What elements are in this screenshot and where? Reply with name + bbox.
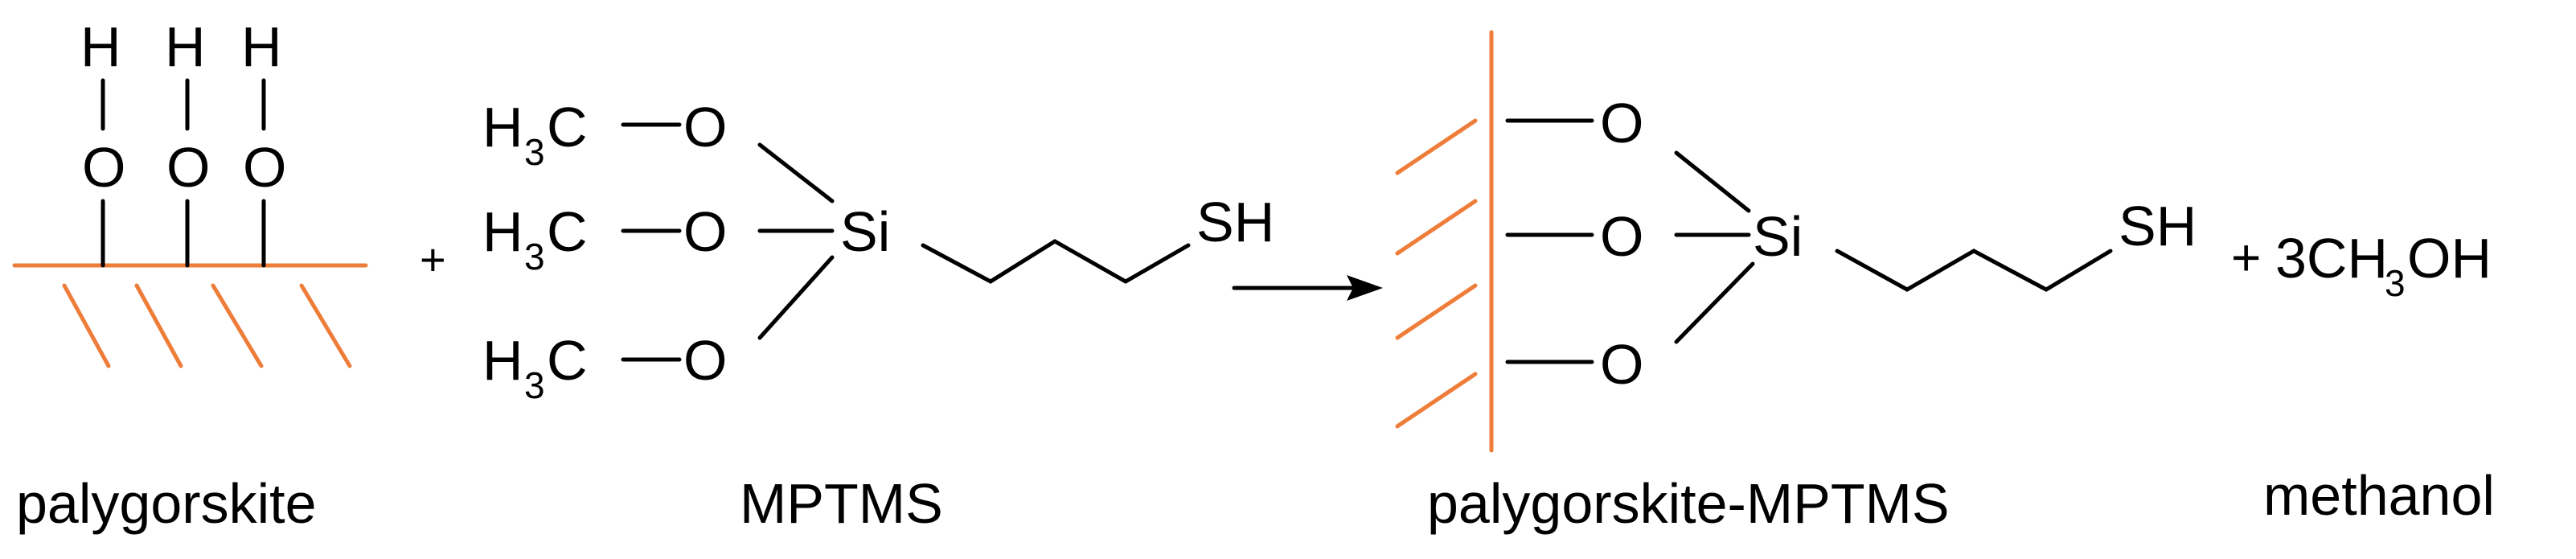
oxygen-atom: O	[683, 329, 727, 392]
oxygen-atom: O	[1600, 92, 1643, 154]
subscript-three: 3	[524, 131, 545, 173]
caption-palygorskite-mptms: palygorskite-MPTMS	[1427, 472, 1950, 535]
hatch-mark	[134, 283, 183, 368]
oxygen-atom: O	[683, 200, 727, 263]
bond	[1674, 150, 1751, 213]
methanol-subscript: 3	[2385, 262, 2406, 304]
mptms-structure: H 3 C O H 3 C O H 3 C O Si SH	[482, 96, 1274, 406]
hydrogen-atom: H	[482, 200, 523, 263]
hatch-mark	[1395, 199, 1478, 256]
hydrogen-atom: H	[165, 15, 206, 78]
hydrogen-atom: H	[80, 15, 121, 78]
thiol-group: SH	[1196, 191, 1274, 253]
oxygen-atom: O	[683, 96, 727, 158]
hydrogen-atom: H	[482, 329, 523, 392]
bond	[757, 142, 835, 203]
oxygen-atom: O	[82, 136, 125, 199]
carbon-atom: C	[547, 200, 588, 263]
oxygen-atom: O	[1600, 205, 1643, 268]
bond	[757, 255, 835, 340]
methanol-suffix: OH	[2407, 227, 2492, 290]
caption-methanol: methanol	[2263, 464, 2495, 527]
plus-sign: +	[420, 234, 446, 285]
hatch-mark	[211, 283, 264, 368]
hatch-mark	[1395, 283, 1478, 340]
hatch-mark	[62, 283, 111, 368]
hydroxyl-group: H O	[165, 15, 210, 268]
oxygen-atom: O	[166, 136, 210, 199]
hatch-mark	[1395, 372, 1478, 429]
thiol-group: SH	[2119, 195, 2197, 257]
methanol-formula: 3CH 3 OH	[2275, 227, 2492, 304]
bond	[1674, 261, 1755, 344]
propyl-chain	[1835, 249, 2113, 292]
subscript-three: 3	[524, 236, 545, 277]
oxygen-atom: O	[243, 136, 286, 199]
hydrogen-atom: H	[241, 15, 282, 78]
palygorskite-mptms-structure: O O O Si SH	[1395, 30, 2197, 453]
methanol-prefix: 3CH	[2275, 227, 2388, 290]
silicon-atom: Si	[1753, 205, 1803, 268]
hydrogen-atom: H	[482, 96, 523, 158]
hatch-mark	[299, 283, 352, 368]
hatch-mark	[1395, 118, 1478, 175]
carbon-atom: C	[547, 329, 588, 392]
oxygen-atom: O	[1600, 333, 1643, 396]
hydroxyl-group: H O	[80, 15, 125, 268]
hydroxyl-group: H O	[241, 15, 286, 268]
caption-palygorskite: palygorskite	[16, 472, 317, 535]
propyl-chain	[921, 239, 1191, 284]
reaction-arrow	[1232, 275, 1383, 301]
arrow-head	[1347, 275, 1383, 301]
palygorskite-structure: H O H O H O	[12, 15, 368, 368]
carbon-atom: C	[547, 96, 588, 158]
plus-sign: +	[2231, 228, 2261, 286]
silicon-atom: Si	[840, 200, 890, 263]
caption-mptms: MPTMS	[740, 472, 943, 535]
subscript-three: 3	[524, 364, 545, 406]
